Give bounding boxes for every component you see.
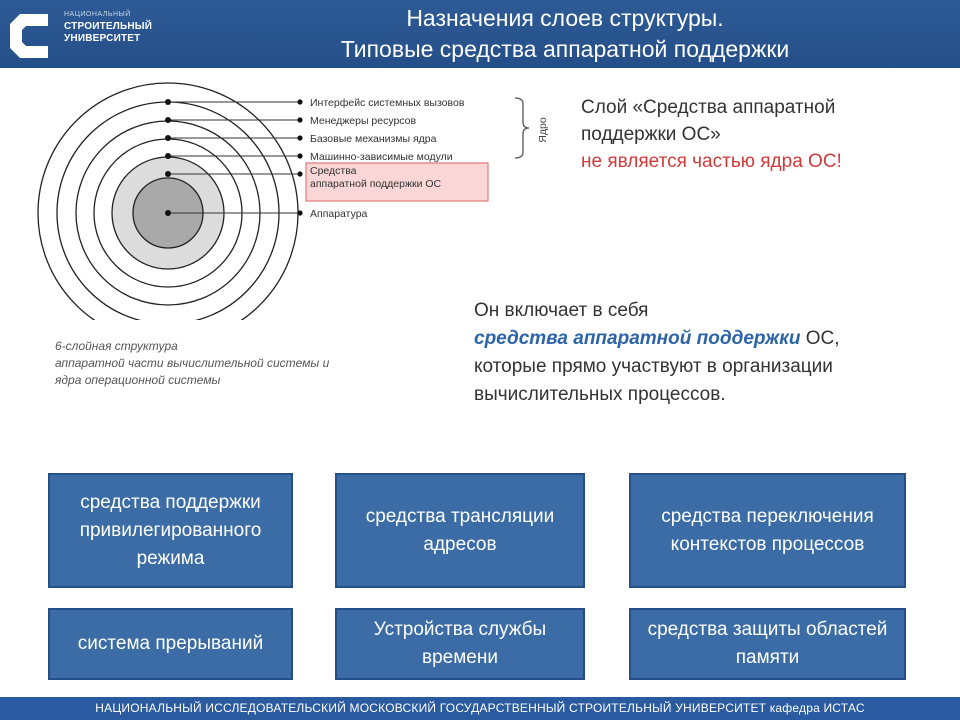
layer-label-hardware: Аппаратура bbox=[310, 208, 368, 220]
layer-note: Слой «Средства аппаратной поддержки ОС» … bbox=[581, 94, 941, 175]
note2-line-1: Он включает в себя bbox=[474, 300, 649, 321]
note2-highlight: средства аппаратной поддержки bbox=[474, 328, 801, 349]
title-line-2: Типовые средства аппаратной поддержки bbox=[340, 36, 790, 62]
leader-lines bbox=[168, 101, 300, 214]
diagram-caption: 6-слойная структура аппаратной части выч… bbox=[55, 338, 455, 389]
includes-note: Он включает в себя средства аппаратной п… bbox=[474, 297, 944, 409]
leader-dots bbox=[165, 99, 303, 216]
note2-line-3: которые прямо участвуют в организации bbox=[474, 356, 833, 377]
note1-warning: не является частью ядра ОС! bbox=[581, 151, 842, 172]
logo-text-1: НАЦИОНАЛЬНЫЙ bbox=[64, 11, 131, 18]
slide-title: Назначения слоев структуры. Типовые сред… bbox=[190, 0, 940, 68]
layer-label-hw-support-2: аппаратной поддержки ОС bbox=[310, 178, 442, 190]
title-line-1: Назначения слоев структуры. bbox=[406, 5, 724, 31]
logo-text-2: СТРОИТЕЛЬНЫЙ bbox=[64, 21, 153, 32]
layer-label-kernel-mechanisms: Базовые механизмы ядра bbox=[310, 133, 437, 145]
box-context-switching: средства переключения контекстов процесс… bbox=[629, 473, 906, 588]
layer-label-syscalls: Интерфейс системных вызовов bbox=[310, 97, 465, 109]
kernel-brace bbox=[514, 97, 530, 159]
note2-line-4: вычислительных процессов. bbox=[474, 384, 726, 405]
header-bar: НАЦИОНАЛЬНЫЙ СТРОИТЕЛЬНЫЙ УНИВЕРСИТЕТ На… bbox=[0, 0, 960, 68]
university-logo: НАЦИОНАЛЬНЫЙ СТРОИТЕЛЬНЫЙ УНИВЕРСИТЕТ bbox=[0, 0, 170, 68]
layer-label-hw-support-1: Средства bbox=[310, 165, 357, 177]
caption-line-3: ядра операционной системы bbox=[55, 373, 221, 387]
note1-line-1: Слой «Средства аппаратной bbox=[581, 97, 836, 118]
layer-diagram: Интерфейс системных вызовов Менеджеры ре… bbox=[37, 82, 549, 320]
box-timer-devices: Устройства службы времени bbox=[335, 608, 585, 680]
hardware-support-highlight bbox=[305, 162, 489, 202]
box-address-translation: средства трансляции адресов bbox=[335, 473, 585, 588]
logo-text-3: УНИВЕРСИТЕТ bbox=[64, 33, 141, 44]
caption-line-2: аппаратной части вычислительной системы … bbox=[55, 356, 330, 370]
box-memory-protection: средства защиты областей памяти bbox=[629, 608, 906, 680]
kernel-label: Ядро bbox=[537, 117, 549, 143]
caption-line-1: 6-слойная структура bbox=[55, 339, 178, 353]
layer-label-machine-dependent: Машинно-зависимые модули bbox=[310, 151, 453, 163]
logo-c-icon bbox=[10, 14, 48, 58]
note2-line-2: средства аппаратной поддержки ОС, bbox=[474, 325, 944, 353]
box-privileged-mode: средства поддержки привилегированного ре… bbox=[48, 473, 293, 588]
note1-line-2: поддержки ОС» bbox=[581, 124, 721, 145]
layer-label-resource-managers: Менеджеры ресурсов bbox=[310, 115, 417, 127]
note2-line-2-tail: ОС, bbox=[800, 328, 840, 349]
footer-bar: НАЦИОНАЛЬНЫЙ ИССЛЕДОВАТЕЛЬСКИЙ МОСКОВСКИ… bbox=[0, 697, 960, 720]
box-interrupt-system: система прерываний bbox=[48, 608, 293, 680]
